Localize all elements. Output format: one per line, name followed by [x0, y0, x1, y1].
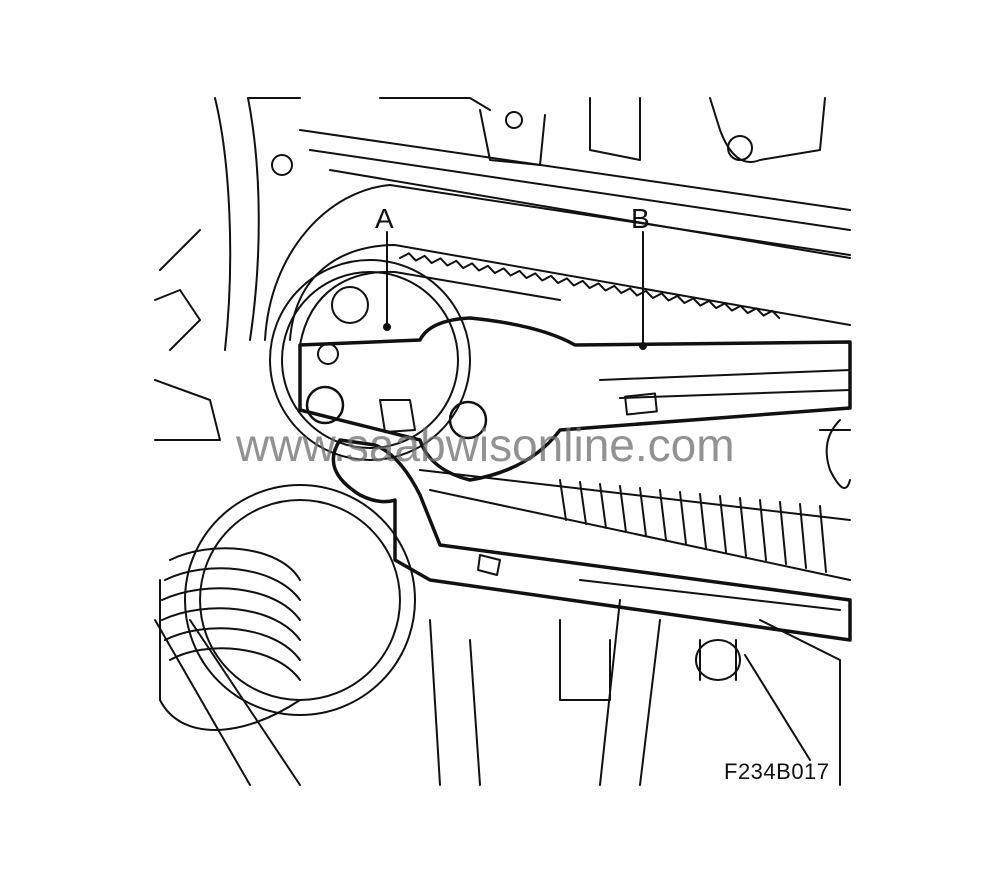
callout-leaders — [386, 231, 644, 346]
holding-tool — [298, 316, 852, 482]
callout-label-b: B — [631, 203, 650, 234]
engine-background — [154, 97, 851, 489]
figure-code: F234B017 — [724, 759, 830, 784]
lower-engine-details — [429, 599, 841, 786]
callout-a-dot — [383, 323, 391, 331]
crankshaft-pulley — [154, 484, 416, 786]
watermark-text: www.saabwisonline.com — [236, 419, 735, 471]
wrench — [331, 438, 852, 642]
callout-label-a: A — [375, 203, 394, 234]
camshaft-pulley — [269, 259, 471, 461]
timing-belt — [264, 184, 851, 581]
callout-b-dot — [639, 342, 647, 350]
